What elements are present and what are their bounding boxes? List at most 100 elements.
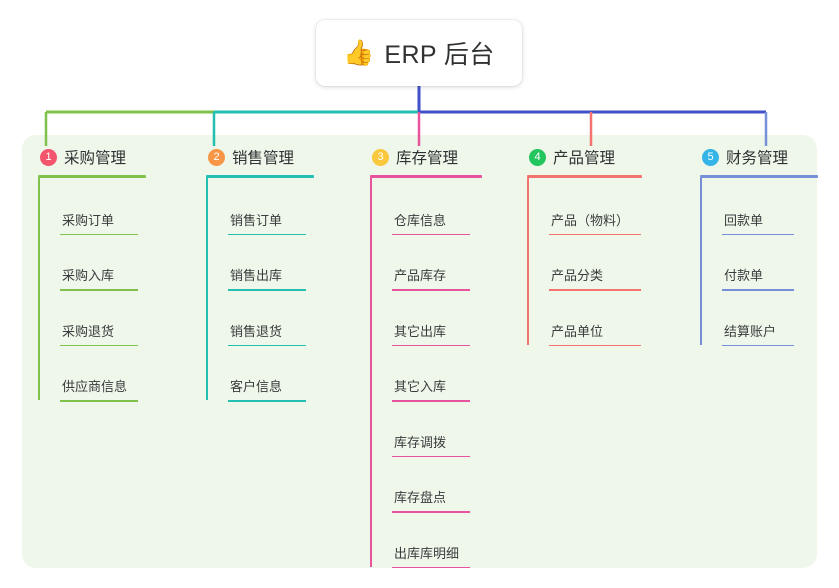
list-item[interactable]: 产品库存 [370,234,520,291]
list-item[interactable]: 产品分类 [527,234,692,291]
root-node[interactable]: 👍 ERP 后台 [316,20,522,86]
list-item-rule [60,233,138,235]
list-item-label: 出库库明细 [394,545,460,561]
branch-column-1: 1 采购管理 采购订单 采购入库 采购退货 供应商信息 [38,146,188,402]
list-item[interactable]: 销售出库 [206,234,356,291]
list-item[interactable]: 客户信息 [206,345,356,402]
list-item-rule [60,400,138,402]
list-item-label: 采购入库 [62,268,115,283]
list-item-label: 结算账户 [724,323,777,339]
list-item-label: 仓库信息 [394,212,447,228]
list-item-rule [392,344,470,346]
branch-header-rule-3 [370,175,482,178]
list-item-label: 付款单 [724,268,764,283]
list-item-rule [60,344,138,346]
list-item-label: 供应商信息 [62,379,128,394]
list-item-label: 回款单 [724,212,764,228]
branch-title-5: 财务管理 [726,150,789,167]
list-item-label: 产品（物料） [551,212,630,228]
list-item-rule [228,289,306,291]
list-item-rule [392,400,470,402]
list-item-rule [722,233,794,235]
list-item-label: 其它入库 [394,379,447,394]
branch-header-rule-5 [700,175,818,178]
list-item[interactable]: 供应商信息 [38,345,188,402]
list-item-rule [392,455,470,457]
branch-spine-1 [38,178,40,400]
list-item-rule [228,344,306,346]
list-item[interactable]: 仓库信息 [370,178,520,235]
list-item[interactable]: 其它入库 [370,345,520,402]
list-item[interactable]: 销售退货 [206,289,356,346]
list-item-rule [722,289,794,291]
branch-number-badge-4: 4 [529,148,546,166]
list-item[interactable]: 结算账户 [700,289,818,346]
list-item-label: 销售订单 [230,212,283,228]
list-item-label: 产品单位 [551,323,604,339]
list-item-rule [392,566,470,568]
list-item-label: 库存调拨 [394,434,447,450]
branch-title-4: 产品管理 [553,150,616,167]
list-item-label: 销售退货 [230,323,283,339]
list-item[interactable]: 产品（物料） [527,178,692,235]
list-item-rule [392,233,470,235]
list-item[interactable]: 采购订单 [38,178,188,235]
list-item-label: 采购退货 [62,323,115,339]
list-item[interactable]: 产品单位 [527,289,692,346]
branch-column-3: 3 库存管理 仓库信息 产品库存 其它出库 其它入库 库存调拨 [370,146,520,568]
branch-header-3[interactable]: 3 库存管理 [370,146,520,168]
list-item-rule [60,289,138,291]
list-item-rule [549,289,641,291]
list-item-rule [228,400,306,402]
list-item[interactable]: 付款单 [700,234,818,291]
branch-title-2: 销售管理 [232,150,295,167]
list-item-label: 产品库存 [394,268,447,283]
list-item-rule [392,289,470,291]
branch-header-1[interactable]: 1 采购管理 [38,146,188,168]
list-item[interactable]: 库存调拨 [370,400,520,457]
list-item-rule [722,344,794,346]
branch-number-badge-5: 5 [702,148,719,166]
list-item-rule [549,344,641,346]
list-item-label: 其它出库 [394,323,447,339]
branch-column-4: 4 产品管理 产品（物料） 产品分类 产品单位 [527,146,692,346]
branches-panel [22,135,817,568]
list-item[interactable]: 出库库明细 [370,511,520,568]
branch-header-rule-2 [206,175,314,178]
branch-header-5[interactable]: 5 财务管理 [700,146,818,168]
branch-items-2: 销售订单 销售出库 销售退货 客户信息 [206,178,356,402]
branch-items-5: 回款单 付款单 结算账户 [700,178,818,346]
branch-spine-3 [370,178,372,567]
list-item-rule [392,511,470,513]
branch-header-rule-4 [527,175,642,178]
branch-title-1: 采购管理 [64,150,127,167]
list-item-rule [549,233,641,235]
branch-header-2[interactable]: 2 销售管理 [206,146,356,168]
list-item-label: 产品分类 [551,268,604,283]
list-item-label: 采购订单 [62,212,115,228]
list-item[interactable]: 采购入库 [38,234,188,291]
list-item-label: 客户信息 [230,379,283,394]
list-item-label: 库存盘点 [394,490,447,505]
list-item[interactable]: 库存盘点 [370,456,520,513]
list-item-label: 销售出库 [230,268,283,283]
branch-items-1: 采购订单 采购入库 采购退货 供应商信息 [38,178,188,402]
list-item[interactable]: 采购退货 [38,289,188,346]
branch-column-5: 5 财务管理 回款单 付款单 结算账户 [700,146,818,346]
branch-spine-2 [206,178,208,400]
list-item-rule [228,233,306,235]
branch-header-rule-1 [38,175,146,178]
list-item[interactable]: 销售订单 [206,178,356,235]
branch-number-badge-2: 2 [208,148,225,166]
branch-spine-5 [700,178,702,345]
branch-header-4[interactable]: 4 产品管理 [527,146,692,168]
page-title: ERP 后台 [384,41,495,69]
root-node-content: 👍 ERP 后台 [343,35,494,71]
branch-items-3: 仓库信息 产品库存 其它出库 其它入库 库存调拨 库存盘点 [370,178,520,568]
list-item[interactable]: 回款单 [700,178,818,235]
thumbs-up-icon: 👍 [343,38,375,67]
list-item[interactable]: 其它出库 [370,289,520,346]
branch-items-4: 产品（物料） 产品分类 产品单位 [527,178,692,346]
branch-spine-4 [527,178,529,345]
